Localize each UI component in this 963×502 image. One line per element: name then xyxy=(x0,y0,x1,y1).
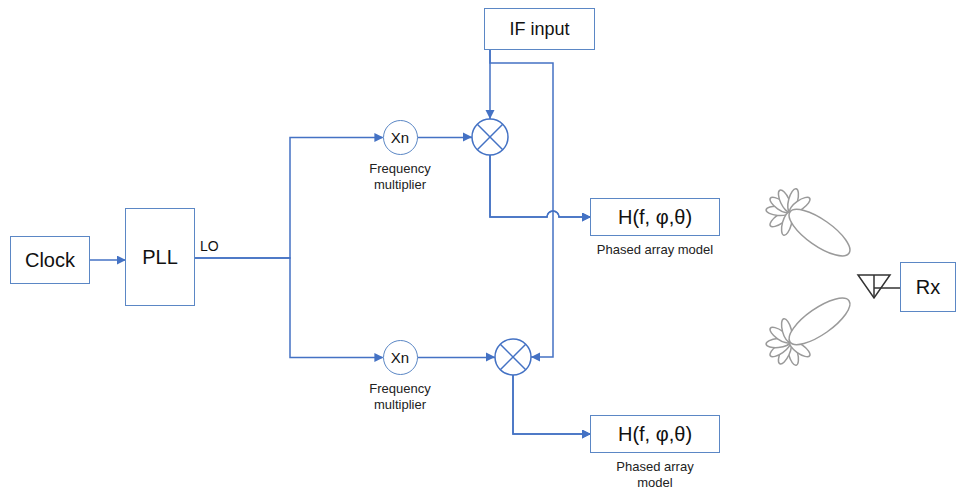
receiver-box: Rx xyxy=(900,262,956,312)
input-box: IF input xyxy=(484,8,595,50)
arrowhead xyxy=(463,110,540,362)
signal-connector xyxy=(490,50,590,217)
signal-label: LO xyxy=(200,238,219,254)
signal-connector xyxy=(418,138,591,218)
signal-connector xyxy=(490,50,590,434)
node-text: H(f, φ,θ) xyxy=(618,423,692,446)
node-caption: Frequency multiplier xyxy=(355,161,445,194)
node-text: Rx xyxy=(916,276,940,299)
node-text: Clock xyxy=(25,249,75,272)
node-caption: Phased array model xyxy=(605,459,705,492)
clock-box: Clock xyxy=(10,236,90,284)
signal-connector xyxy=(418,358,591,435)
node-text: IF input xyxy=(509,19,569,40)
node-text: Xn xyxy=(391,349,409,366)
node-caption: Frequency multiplier xyxy=(355,381,445,414)
beam-pattern xyxy=(766,188,857,367)
mixer-symbol xyxy=(472,119,508,155)
multiplier-circle: Xn xyxy=(383,340,418,375)
node-text: PLL xyxy=(142,246,178,269)
multiplier-circle: Xn xyxy=(383,120,418,155)
pll-box: PLL xyxy=(125,208,195,306)
phased-array-box: H(f, φ,θ) xyxy=(590,198,720,236)
node-text: H(f, φ,θ) xyxy=(618,206,692,229)
node-text: Xn xyxy=(391,129,409,146)
signal-connector xyxy=(195,138,383,259)
antenna-symbol xyxy=(858,275,900,298)
signal-connector xyxy=(90,259,125,261)
phased-array-box: H(f, φ,θ) xyxy=(590,415,720,453)
node-caption: Phased array model xyxy=(580,242,730,258)
signal-connector xyxy=(195,258,383,358)
mixer-symbol xyxy=(495,339,531,375)
